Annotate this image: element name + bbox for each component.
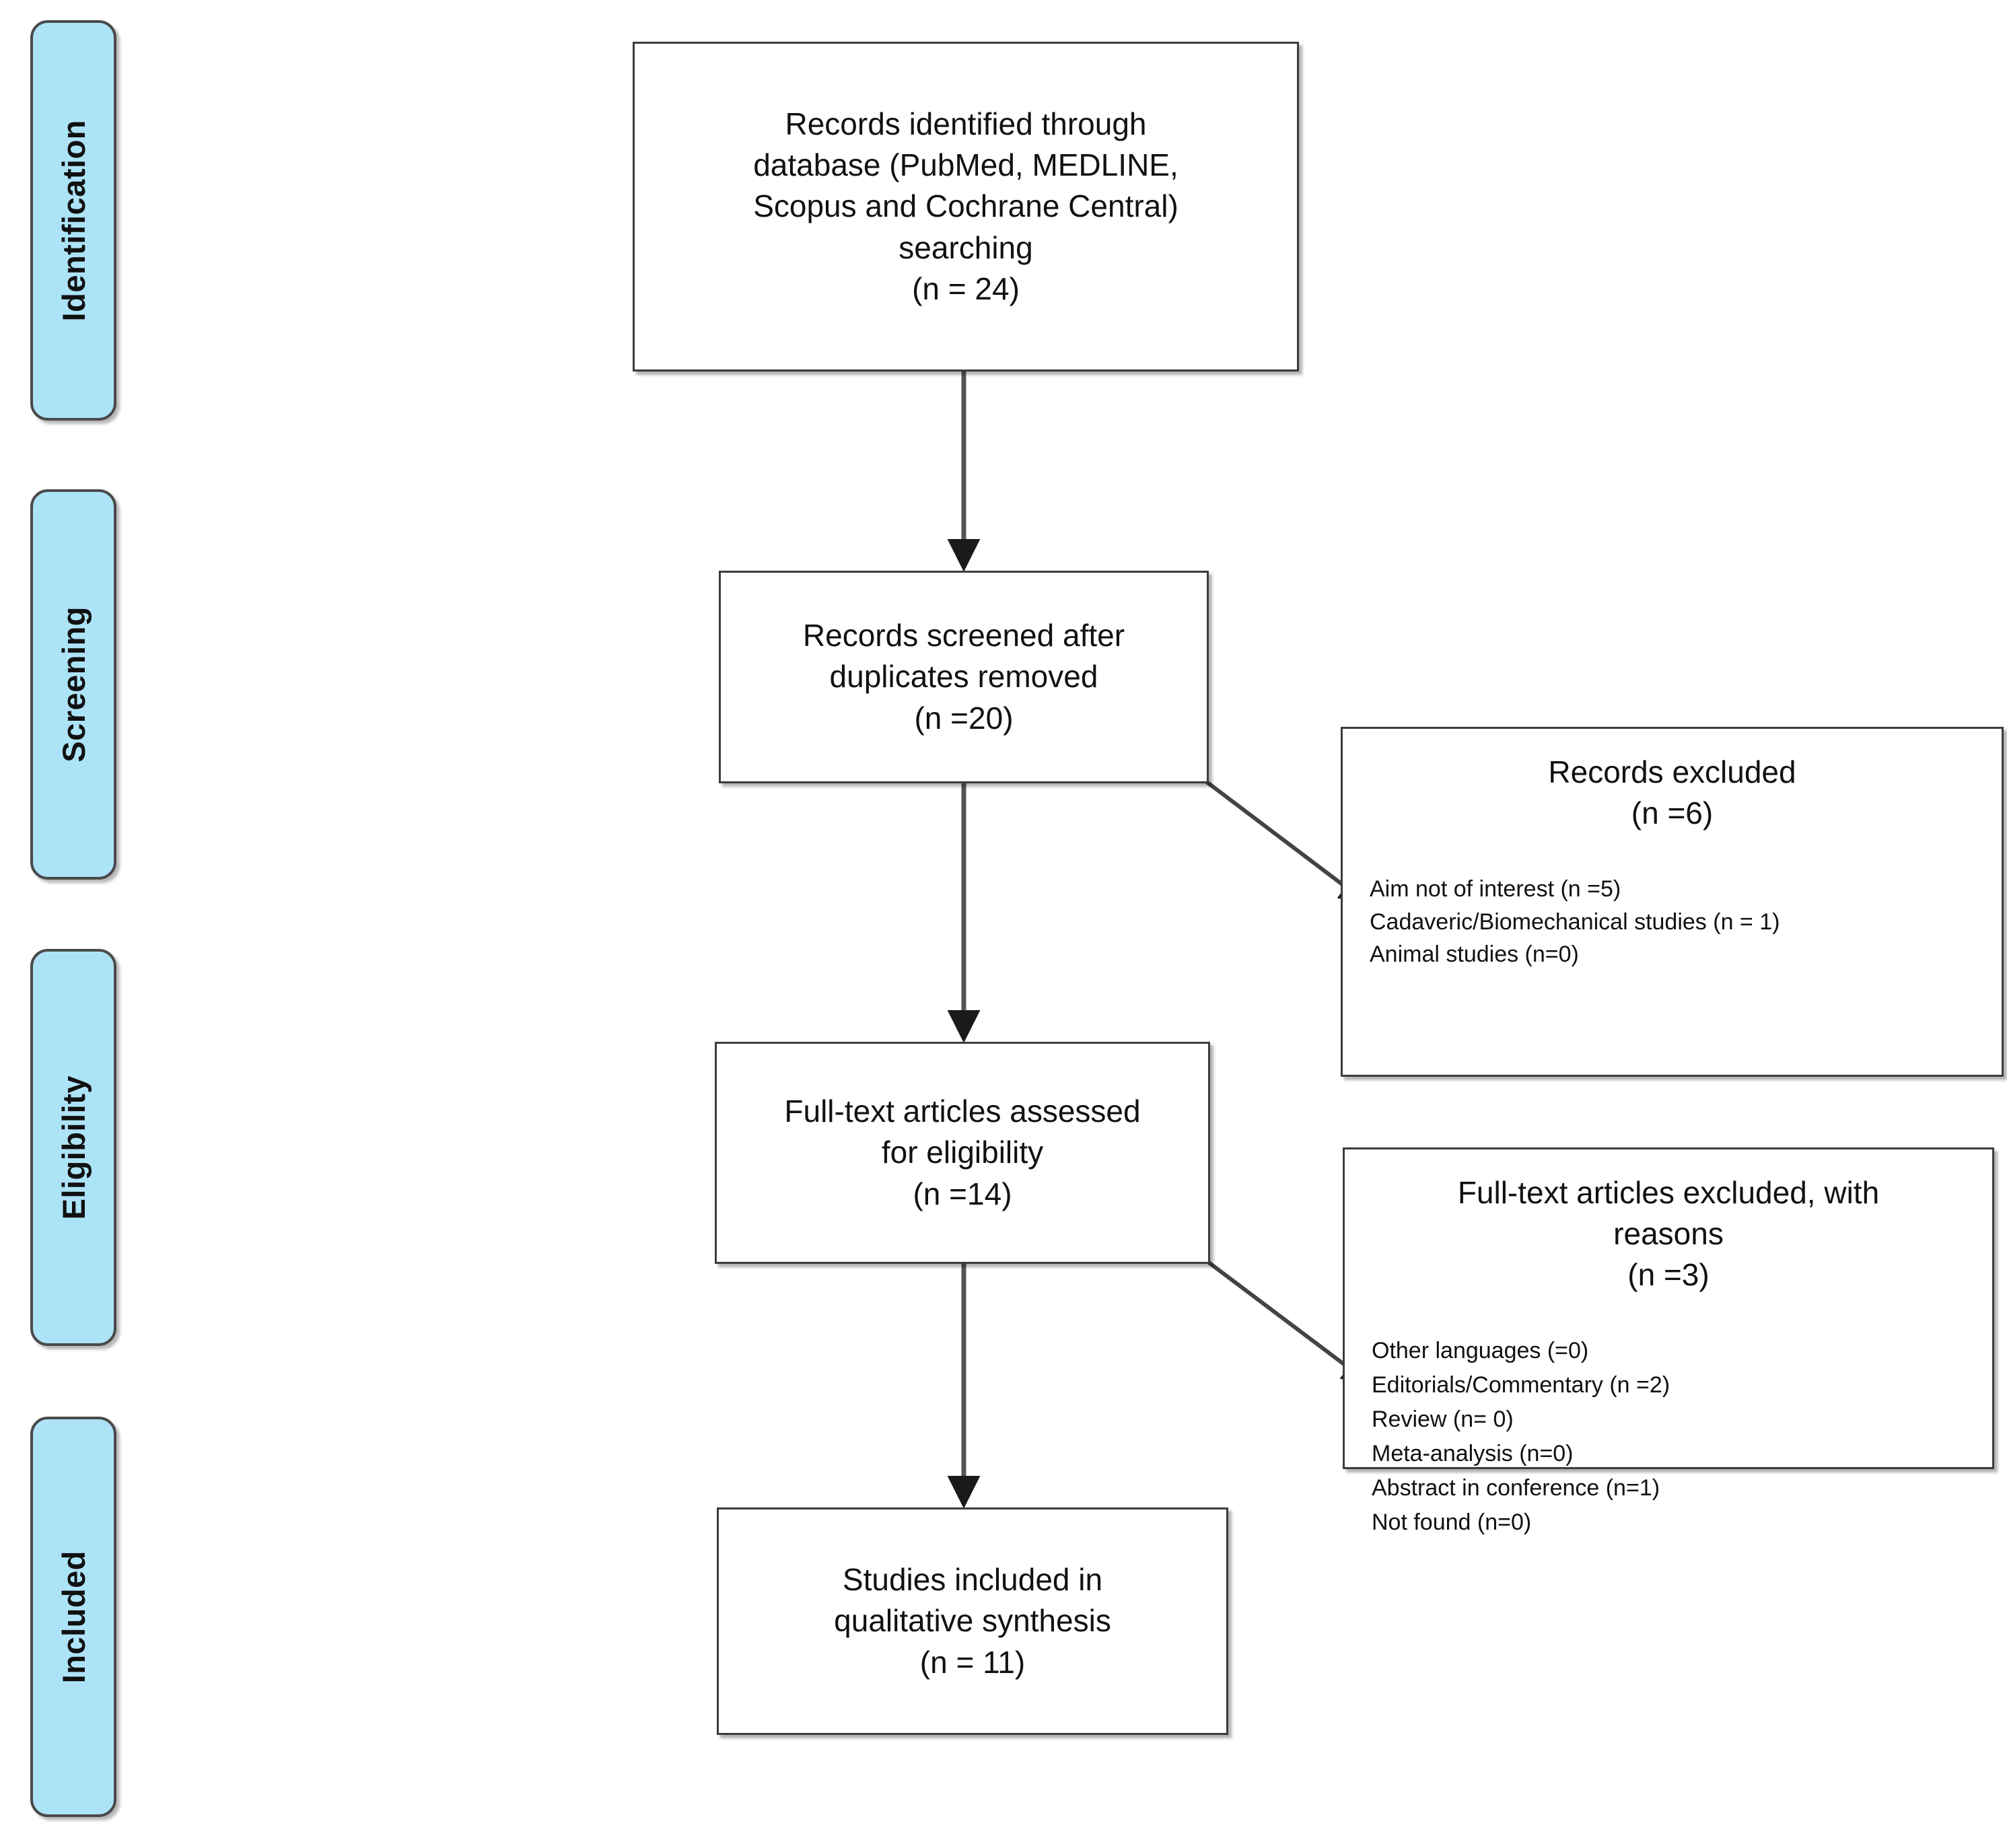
fulltext-excluded-reason-list: Other languages (=0) Editorials/Commenta… bbox=[1345, 1334, 1992, 1540]
stage-pill-screening: Screening bbox=[30, 489, 116, 880]
stage-label-eligibility: Eligibility bbox=[55, 1075, 92, 1220]
stage-label-included: Included bbox=[55, 1550, 92, 1684]
fulltext-excluded-title-line-1: Full-text articles excluded, with bbox=[1457, 1175, 1880, 1210]
box-records-identified: Records identified through database (Pub… bbox=[633, 42, 1299, 371]
records-screened-line-1: Records screened after bbox=[802, 618, 1125, 653]
studies-included-count: (n = 11) bbox=[919, 1644, 1026, 1680]
stage-label-screening: Screening bbox=[55, 606, 92, 762]
records-excluded-count: (n =6) bbox=[1631, 795, 1714, 831]
fulltext-excluded-count: (n =3) bbox=[1627, 1257, 1710, 1293]
records-excluded-reason: Cadaveric/Biomechanical studies (n = 1) bbox=[1370, 909, 1780, 935]
fulltext-assessed-line-1: Full-text articles assessed bbox=[784, 1094, 1141, 1129]
stage-pill-identification: Identification bbox=[30, 20, 116, 421]
records-excluded-reason: Animal studies (n=0) bbox=[1370, 941, 1579, 967]
fulltext-excluded-reason: Abstract in conference (n=1) bbox=[1372, 1474, 1660, 1501]
box-records-excluded: Records excluded (n =6) Aim not of inter… bbox=[1341, 727, 2004, 1077]
box-studies-included: Studies included in qualitative synthesi… bbox=[717, 1507, 1228, 1735]
box-records-screened: Records screened after duplicates remove… bbox=[719, 571, 1209, 783]
records-screened-count: (n =20) bbox=[914, 700, 1014, 736]
stage-label-identification: Identification bbox=[55, 119, 92, 322]
records-identified-line-2: database (PubMed, MEDLINE, bbox=[753, 147, 1178, 183]
records-excluded-reason: Aim not of interest (n =5) bbox=[1370, 876, 1621, 902]
fulltext-excluded-reason: Meta-analysis (n=0) bbox=[1372, 1440, 1574, 1466]
stage-pill-included: Included bbox=[30, 1417, 116, 1817]
fulltext-excluded-header: Full-text articles excluded, with reason… bbox=[1345, 1149, 1992, 1296]
fulltext-excluded-reason: Not found (n=0) bbox=[1372, 1509, 1532, 1535]
records-excluded-title: Records excluded bbox=[1548, 754, 1796, 789]
studies-included-line-1: Studies included in bbox=[842, 1562, 1103, 1598]
fulltext-excluded-reason: Review (n= 0) bbox=[1372, 1406, 1514, 1432]
fulltext-assessed-count: (n =14) bbox=[913, 1176, 1012, 1211]
fulltext-assessed-line-2: for eligibility bbox=[881, 1135, 1044, 1170]
records-excluded-reason-list: Aim not of interest (n =5) Cadaveric/Bio… bbox=[1343, 873, 2002, 970]
box-fulltext-assessed: Full-text articles assessed for eligibil… bbox=[715, 1042, 1210, 1264]
fulltext-excluded-reason: Other languages (=0) bbox=[1372, 1337, 1589, 1363]
fulltext-excluded-title-line-2: reasons bbox=[1613, 1216, 1724, 1252]
records-identified-line-4: searching bbox=[899, 229, 1033, 265]
studies-included-line-2: qualitative synthesis bbox=[834, 1603, 1111, 1639]
records-screened-line-2: duplicates removed bbox=[829, 659, 1098, 695]
records-identified-count: (n = 24) bbox=[912, 271, 1020, 306]
box-fulltext-excluded: Full-text articles excluded, with reason… bbox=[1343, 1147, 1994, 1535]
records-excluded-header: Records excluded (n =6) bbox=[1343, 729, 2002, 834]
records-identified-line-3: Scopus and Cochrane Central) bbox=[753, 188, 1178, 224]
fulltext-excluded-reason: Editorials/Commentary (n =2) bbox=[1372, 1372, 1670, 1398]
stage-pill-eligibility: Eligibility bbox=[30, 949, 116, 1346]
records-identified-line-1: Records identified through bbox=[785, 106, 1147, 142]
